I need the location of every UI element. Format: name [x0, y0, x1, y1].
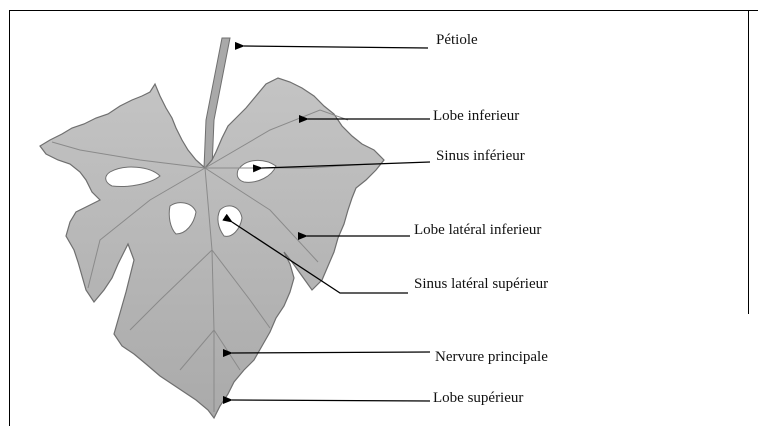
- label-sinus-inferieur: Sinus inférieur: [436, 148, 525, 165]
- arrow-nervure-principale: [232, 352, 430, 353]
- label-sinus-lateral-superieur: Sinus latéral supérieur: [414, 276, 548, 293]
- arrow-petiole: [244, 46, 428, 48]
- label-lobe-lateral-inferieur: Lobe latéral inferieur: [414, 222, 541, 239]
- label-lobe-inferieur: Lobe inferieur: [433, 108, 519, 125]
- label-nervure-principale: Nervure principale: [435, 349, 548, 366]
- arrow-lobe-superieur: [232, 400, 430, 401]
- label-petiole: Pétiole: [436, 32, 478, 49]
- label-lobe-superieur: Lobe supérieur: [433, 390, 523, 407]
